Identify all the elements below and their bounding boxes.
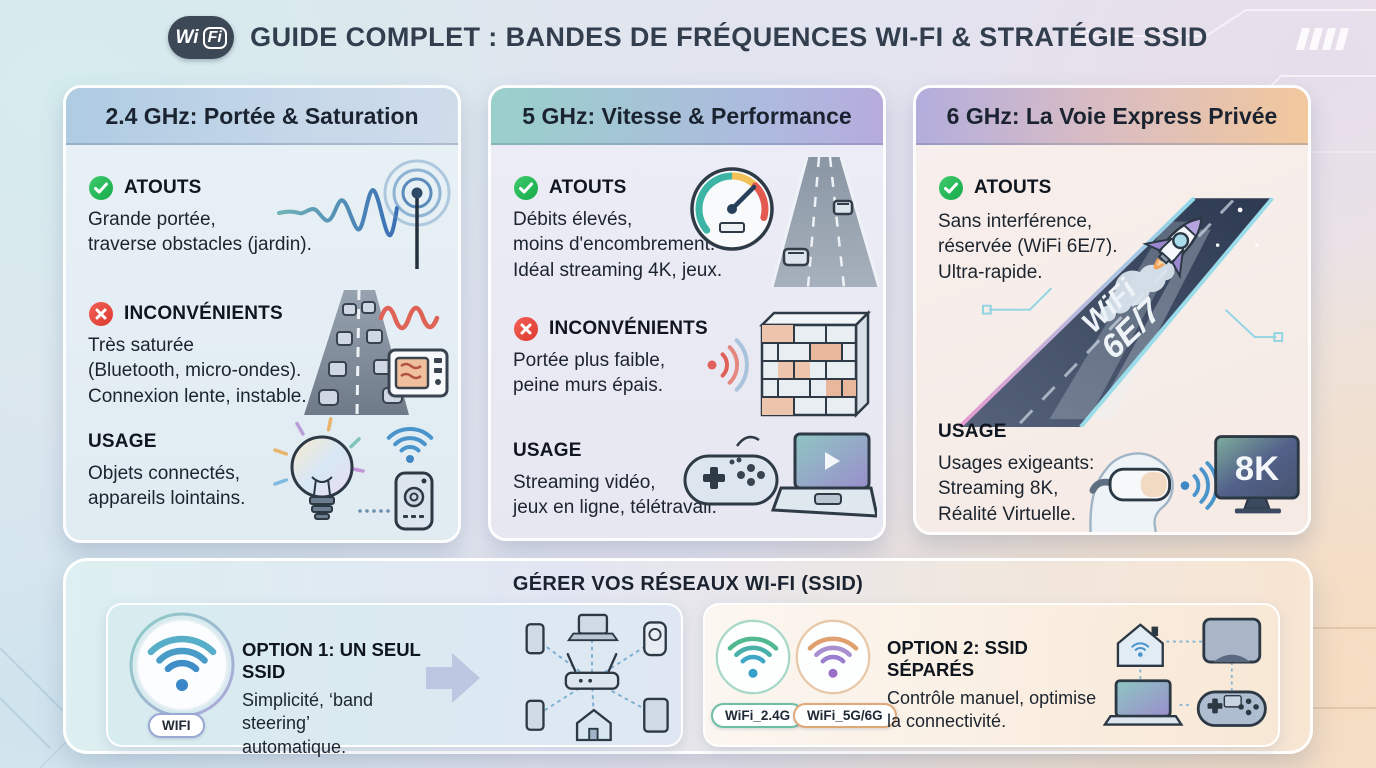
pros-label-row: ATOUTS	[513, 175, 627, 201]
x-circle-icon	[89, 302, 113, 326]
page-header: Wi Fi GUIDE COMPLET : BANDES DE FRÉQUENC…	[0, 16, 1376, 59]
pros-label: ATOUTS	[549, 177, 627, 198]
cons-text: Portée plus faible, peine murs épais.	[513, 350, 666, 397]
traffic-jam-microwave-illustration	[304, 290, 449, 415]
gamepad-laptop-illustration	[683, 432, 877, 518]
wifi-logo-wi: Wi	[175, 26, 199, 48]
usage-label: USAGE	[513, 440, 582, 461]
usage-text: Objets connectés, appareils lointains.	[88, 463, 246, 510]
wifi-logo-fi: Fi	[202, 26, 227, 49]
wifi-logo: Wi Fi	[168, 16, 235, 59]
check-circle-icon	[514, 176, 538, 200]
vr-headset-8k-tv-illustration: 8K	[1089, 435, 1300, 532]
usage-label-row: USAGE	[938, 421, 1007, 443]
check-circle-icon	[89, 176, 113, 200]
band-card-6ghz-body: WiFi 6E/7 ATOUTS Sans interfére	[916, 145, 1308, 532]
option1-body: Simplicité, ‘band steering’ automatique.	[242, 690, 374, 757]
option2-body: Contrôle manuel, optimise la connectivit…	[887, 688, 1097, 732]
ssid-management-panel: GÉRER VOS RÉSEAUX WI-FI (SSID) WIFI OPTI…	[63, 558, 1313, 757]
pros-text: Débits élevés, moins d'encombrement. Idé…	[513, 209, 723, 281]
rocket-express-road-illustration: WiFi 6E/7	[958, 196, 1284, 427]
router-devices-illustration	[525, 613, 669, 742]
ssid-panel-title: GÉRER VOS RÉSEAUX WI-FI (SSID)	[512, 573, 864, 595]
x-circle-icon	[514, 317, 538, 341]
option1-title: OPTION 1: UN SEUL SSID	[242, 639, 421, 682]
pros-label: ATOUTS	[124, 177, 202, 198]
band-card-5ghz: 5 GHz: Vitesse & Performance ATOUTS Débi…	[488, 85, 886, 541]
option1-text: OPTION 1: UN SEUL SSID Simplicité, ‘band…	[242, 639, 442, 759]
pros-label-row: ATOUTS	[88, 175, 202, 201]
cons-text: Très saturée (Bluetooth, micro-ondes). C…	[88, 335, 307, 407]
usage-label: USAGE	[938, 421, 1007, 442]
band-card-6ghz: 6 GHz: La Voie Express Privée WiFi	[913, 85, 1311, 535]
pros-text: Sans interférence, réservée (WiFi 6E/7).…	[938, 211, 1118, 283]
tv-8k-label: 8K	[1235, 450, 1279, 488]
band-card-2-4ghz: 2.4 GHz: Portée & Saturation ATOUTS Gran…	[63, 85, 461, 543]
pros-label: ATOUTS	[974, 177, 1052, 198]
single-ssid-wifi-icon	[129, 612, 235, 718]
usage-text: Usages exigeants: Streaming 8K, Réalité …	[938, 453, 1095, 525]
antenna-signal-illustration	[277, 159, 451, 269]
wifi-2-4g-icon	[715, 619, 791, 695]
cons-label-row: INCONVÉNIENTS	[88, 301, 283, 327]
option2-text: OPTION 2: SSID SÉPARÉS Contrôle manuel, …	[887, 637, 1097, 734]
pros-label-row: ATOUTS	[938, 175, 1052, 201]
usage-label-row: USAGE	[88, 431, 157, 453]
option2-panel: WiFi_2.4G WiFi_5G/6G OPTION 2: SSID SÉPA…	[703, 603, 1280, 747]
pros-text: Grande portée, traverse obstacles (jardi…	[88, 209, 312, 256]
band-card-2-4ghz-title: 2.4 GHz: Portée & Saturation	[66, 88, 458, 145]
option2-title: OPTION 2: SSID SÉPARÉS	[887, 637, 1028, 680]
usage-label-row: USAGE	[513, 440, 582, 462]
cons-label: INCONVÉNIENTS	[549, 318, 708, 339]
option1-panel: WIFI OPTION 1: UN SEUL SSID Simplicité, …	[106, 603, 683, 757]
wifi-5g6g-badge: WiFi_5G/6G	[793, 703, 897, 728]
cons-label-row: INCONVÉNIENTS	[513, 316, 708, 342]
wifi-brick-wall-illustration	[707, 309, 872, 419]
page-title: GUIDE COMPLET : BANDES DE FRÉQUENCES WI-…	[250, 22, 1208, 52]
wifi-24g-badge: WiFi_2.4G	[711, 703, 805, 728]
usage-text: Streaming vidéo, jeux en ligne, télétrav…	[513, 472, 717, 519]
arrow-right-icon	[426, 653, 480, 703]
wifi-badge: WIFI	[148, 713, 205, 738]
usage-label: USAGE	[88, 431, 157, 452]
wifi-5g-6g-icon	[795, 619, 871, 695]
cons-label: INCONVÉNIENTS	[124, 303, 283, 324]
smart-bulb-remote-illustration	[273, 417, 434, 531]
band-card-5ghz-title: 5 GHz: Vitesse & Performance	[491, 88, 883, 145]
band-card-6ghz-title: 6 GHz: La Voie Express Privée	[916, 88, 1308, 145]
speedometer-highway-illustration	[690, 157, 879, 288]
check-circle-icon	[939, 176, 963, 200]
band-card-5ghz-body: ATOUTS Débits élevés, moins d'encombreme…	[491, 145, 883, 538]
devices-mesh-illustration	[1103, 617, 1267, 727]
band-card-2-4ghz-body: ATOUTS Grande portée, traverse obstacles…	[66, 145, 458, 540]
